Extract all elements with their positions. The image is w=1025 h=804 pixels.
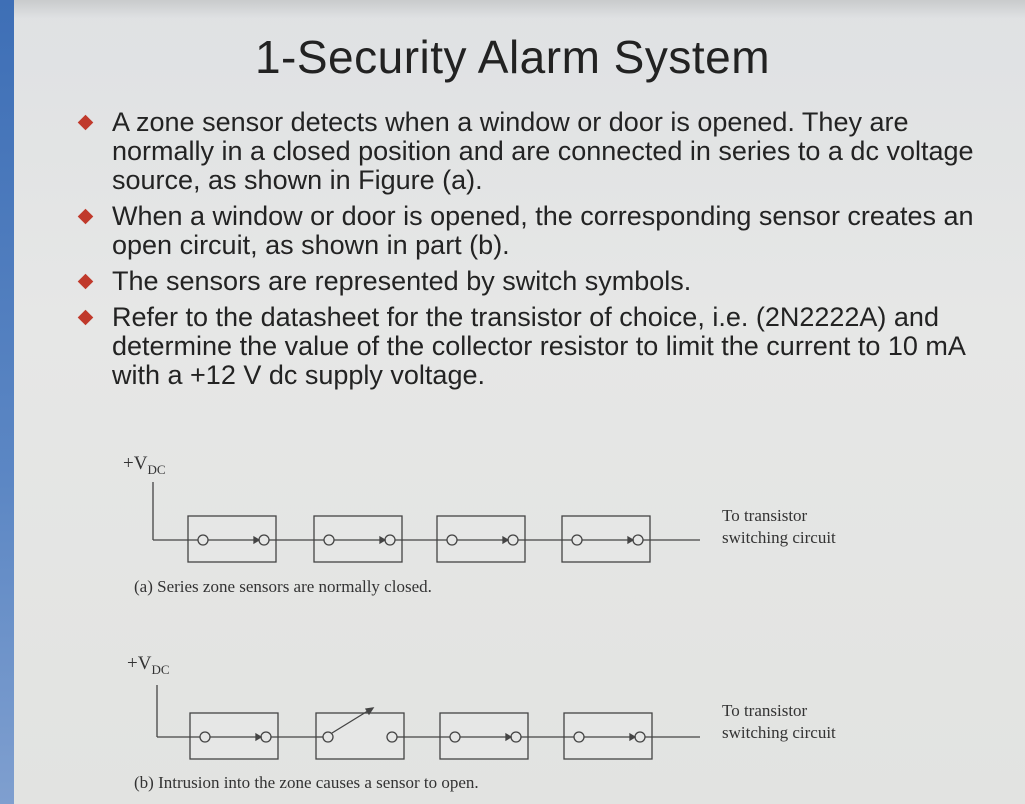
figure-a-sensor-1 (187, 515, 277, 563)
bullet-item: A zone sensor detects when a window or d… (70, 108, 1015, 195)
bullet-text: The sensors are represented by switch sy… (112, 266, 692, 296)
figure-a-circuit (152, 482, 700, 563)
figure-a-sensor-3 (436, 515, 526, 563)
figure-a-caption: (a) Series zone sensors are normally clo… (134, 577, 432, 596)
figure-b-sensor-2-open-switch (315, 707, 405, 760)
figure-a-sensor-4 (561, 515, 651, 563)
bullet-item: When a window or door is opened, the cor… (70, 202, 1015, 260)
figure-b-caption: (b) Intrusion into the zone causes a sen… (134, 773, 479, 792)
slide-accent-bar (0, 0, 14, 804)
figure-a-output-label: To transistor switching circuit (722, 506, 836, 547)
figure-a-supply-label: +VDC (123, 453, 166, 477)
figure-b-sensor-4 (563, 712, 653, 760)
bullet-text: When a window or door is opened, the cor… (112, 201, 974, 260)
figure-b-output-label: To transistor switching circuit (722, 701, 836, 742)
figure-b-sensor-1 (189, 712, 279, 760)
bullet-list: A zone sensor detects when a window or d… (70, 108, 1015, 397)
bullet-item: The sensors are represented by switch sy… (70, 267, 1015, 296)
figure-b-supply-label: +VDC (127, 653, 170, 677)
figure-a-sensor-2 (313, 515, 403, 563)
bullet-text: Refer to the datasheet for the transisto… (112, 302, 965, 390)
bullet-text: A zone sensor detects when a window or d… (112, 107, 974, 195)
top-strip (0, 0, 1025, 18)
slide-title: 1-Security Alarm System (254, 31, 771, 83)
figure-b-circuit (156, 685, 700, 760)
bullet-item: Refer to the datasheet for the transisto… (70, 303, 1015, 390)
figure-b-sensor-3 (439, 712, 529, 760)
